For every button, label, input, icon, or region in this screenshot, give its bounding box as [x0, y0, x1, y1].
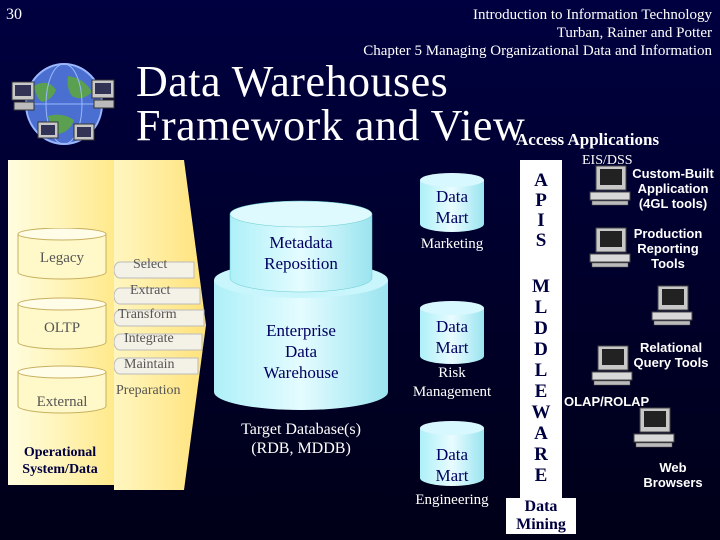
- data-mining-line-2: Mining: [516, 516, 566, 533]
- mart-1-line-2: Mart: [435, 208, 469, 227]
- marketing-mart-cylinder: [420, 173, 484, 232]
- data-mart-cylinders: [420, 173, 484, 486]
- mart-marketing-label: Marketing: [420, 236, 484, 252]
- maintain-drum: [114, 357, 199, 375]
- source-external: External: [36, 394, 88, 410]
- mart-2-line-1: Data: [435, 317, 469, 336]
- production-line-2: Reporting: [637, 241, 699, 256]
- olap-rolap-label: OLAP/ROLAP: [564, 394, 650, 409]
- transform-drum: [114, 309, 205, 327]
- mart-1-line-1: Data: [435, 187, 469, 206]
- extract-drum: [114, 287, 201, 305]
- title-line-1: Data Warehouses: [136, 57, 449, 106]
- api-letter-s: S: [535, 230, 547, 251]
- step-extract: Extract: [130, 283, 171, 298]
- custom-line-3: (4GL tools): [638, 196, 708, 211]
- api-letter-a: A: [534, 170, 548, 191]
- mart-engineering-label: Engineering: [415, 492, 489, 508]
- mart-risk-line-1: Risk: [438, 365, 466, 381]
- warehouse-cylinders: [214, 200, 388, 410]
- source-oltp: OLTP: [43, 320, 81, 336]
- production-line-1: Production: [633, 226, 703, 241]
- production-reporting-computer-icon: [589, 227, 631, 268]
- integrate-drum: [114, 333, 203, 351]
- engineering-mart-cylinder: [420, 421, 484, 486]
- mw-letter-e1: E: [534, 381, 548, 402]
- select-drum: [114, 261, 195, 279]
- web-line-1: Web: [659, 460, 687, 475]
- source-legacy: Legacy: [39, 250, 85, 266]
- operational-line-1: Operational: [23, 445, 97, 460]
- web-line-2: Browsers: [643, 475, 703, 490]
- mart-risk-line-2: Management: [412, 384, 492, 400]
- step-preparation: Preparation: [116, 383, 181, 398]
- mart-3-line-2: Mart: [435, 466, 469, 485]
- mart-1-label: Data Mart: [414, 186, 490, 228]
- target-line-2: (RDB, MDDB): [251, 440, 351, 457]
- etl-process-arrow: [114, 160, 206, 490]
- web-browsers-label: Web Browsers: [640, 460, 706, 490]
- warehouse-line-1: Enterprise: [266, 321, 336, 340]
- legacy-cylinder: [17, 228, 107, 280]
- step-maintain: Maintain: [124, 357, 175, 372]
- step-integrate: Integrate: [124, 331, 174, 346]
- slide-number: 30: [6, 6, 22, 23]
- relational-line-2: Query Tools: [633, 355, 709, 370]
- mart-2-line-2: Mart: [435, 338, 469, 357]
- page-title: Data Warehouses Framework and View: [136, 60, 525, 148]
- metadata-line-1: Metadata: [269, 233, 333, 252]
- warehouse-line-3: Warehouse: [263, 363, 339, 382]
- mw-letter-l1: L: [534, 297, 548, 318]
- custom-line-1: Custom-Built: [632, 166, 714, 181]
- mw-letter-r: R: [534, 444, 548, 465]
- mart-3-label: Data Mart: [414, 444, 490, 486]
- step-select: Select: [133, 257, 168, 272]
- globe-network-icon: [11, 63, 115, 145]
- eis-dss-label: EIS/DSS: [582, 153, 633, 168]
- title-line-2: Framework and View: [136, 101, 526, 150]
- oltp-cylinder: [17, 297, 107, 350]
- production-line-3: Tools: [651, 256, 685, 271]
- risk-mart-cylinder: [420, 301, 484, 364]
- mw-letter-l2: L: [534, 360, 548, 381]
- operational-systems-label: Operational System/Data: [6, 444, 114, 478]
- mw-letter-d1: D: [534, 318, 548, 339]
- header-chapter: Chapter 5 Managing Organizational Data a…: [363, 43, 712, 59]
- target-line-1: Target Database(s): [241, 421, 361, 438]
- mart-risk-label: Risk Management: [396, 364, 508, 402]
- mw-letter-w: W: [531, 402, 551, 423]
- operational-line-2: System/Data: [22, 462, 98, 477]
- production-reporting-label: Production Reporting Tools: [630, 226, 706, 271]
- metadata-label: Metadata Reposition: [230, 232, 372, 274]
- custom-line-2: Application: [637, 181, 709, 196]
- external-cylinder: [17, 365, 107, 414]
- relational-query-label: Relational Query Tools: [626, 340, 716, 370]
- mart-2-label: Data Mart: [414, 316, 490, 358]
- data-mining-line-1: Data: [524, 498, 558, 515]
- api-letter-i: I: [537, 210, 545, 231]
- metadata-cylinder: [229, 200, 373, 293]
- mart-3-line-1: Data: [435, 445, 469, 464]
- warehouse-line-2: Data: [284, 342, 318, 361]
- api-letter-p: P: [535, 190, 547, 211]
- relational-line-1: Relational: [639, 340, 703, 355]
- metadata-line-2: Reposition: [264, 254, 338, 273]
- data-mining-label: Data Mining: [506, 498, 576, 534]
- mw-letter-e2: E: [534, 465, 548, 486]
- access-applications-heading: Access Applications: [516, 130, 660, 149]
- mw-letter-a: A: [534, 423, 548, 444]
- header-authors: Turban, Rainer and Potter: [556, 25, 712, 41]
- step-transform: Transform: [118, 307, 177, 322]
- api-middleware-column: A P I S M L D D L E W A R E: [520, 160, 562, 530]
- mw-letter-m: M: [532, 276, 550, 297]
- relational-query-computer-icon: [651, 285, 693, 326]
- mw-letter-d2: D: [534, 339, 548, 360]
- eis-dss-computer-icon: [589, 165, 631, 206]
- target-database-label: Target Database(s) (RDB, MDDB): [206, 420, 396, 458]
- web-browser-computer-icon: [633, 407, 675, 448]
- source-cylinders: [17, 228, 107, 414]
- custom-built-label: Custom-Built Application (4GL tools): [626, 166, 720, 211]
- enterprise-dw-label: Enterprise Data Warehouse: [214, 320, 388, 383]
- header-course: Introduction to Information Technology: [472, 7, 712, 23]
